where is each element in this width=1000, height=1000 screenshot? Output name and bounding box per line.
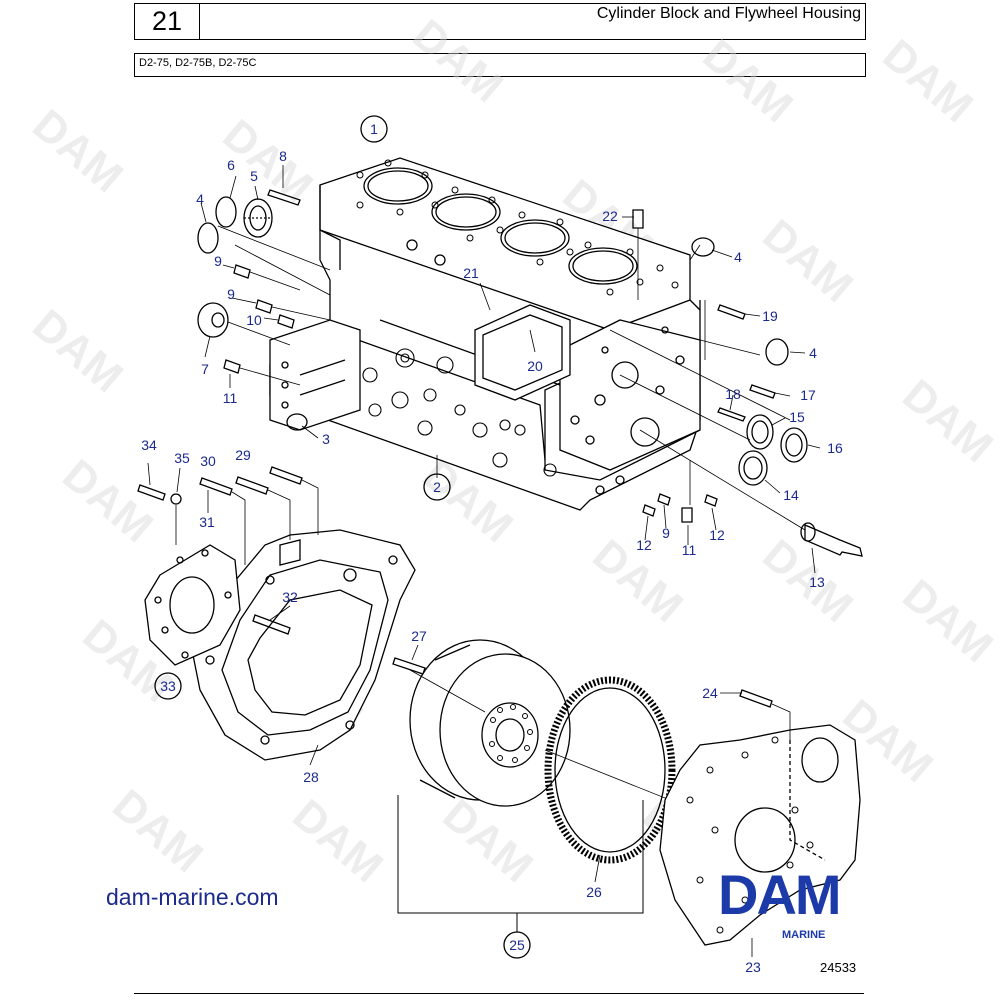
watermark: DAM bbox=[694, 30, 802, 132]
callout-12-right: 12 bbox=[709, 527, 725, 543]
callout-3: 3 bbox=[322, 431, 330, 447]
callout-30: 30 bbox=[200, 453, 216, 469]
ring-gear bbox=[544, 676, 721, 864]
watermark: DAM bbox=[54, 450, 162, 552]
cylinder-block bbox=[269, 157, 701, 511]
callout-9-top: 9 bbox=[214, 253, 222, 269]
callout-4-right: 4 bbox=[809, 345, 817, 361]
watermark: DAM bbox=[284, 790, 392, 892]
callout-23: 23 bbox=[745, 959, 761, 975]
callout-34: 34 bbox=[141, 437, 157, 453]
watermark: DAM bbox=[894, 570, 1000, 672]
callout-9-right: 9 bbox=[662, 525, 670, 541]
page-title: Cylinder Block and Flywheel Housing bbox=[596, 5, 861, 22]
callout-28: 28 bbox=[303, 769, 319, 785]
callout-20: 20 bbox=[527, 358, 543, 374]
circled-callouts bbox=[154, 115, 531, 959]
flywheel-housing bbox=[189, 529, 416, 761]
adapter-flange bbox=[144, 544, 241, 666]
callout-8: 8 bbox=[279, 148, 287, 164]
engine-plate bbox=[659, 689, 861, 946]
engine-models: D2-75, D2-75B, D2-75C bbox=[139, 57, 257, 69]
watermark: DAM bbox=[414, 450, 522, 552]
callout-4-top-right: 4 bbox=[734, 249, 742, 265]
callout-11-right: 11 bbox=[682, 542, 697, 558]
leader-lines bbox=[147, 165, 821, 957]
callout-25: 25 bbox=[509, 937, 525, 953]
callout-7: 7 bbox=[201, 361, 209, 377]
callout-2: 2 bbox=[433, 479, 441, 495]
header-bar: 21 Cylinder Block and Flywheel Housing bbox=[134, 3, 866, 40]
callout-10: 10 bbox=[246, 312, 262, 328]
callout-32: 32 bbox=[282, 589, 298, 605]
callout-6: 6 bbox=[227, 157, 235, 173]
callout-4-left: 4 bbox=[196, 191, 204, 207]
drawing-number: 24533 bbox=[820, 960, 857, 975]
callout-5: 5 bbox=[250, 168, 258, 184]
callout-27: 27 bbox=[411, 628, 427, 644]
callout-11-left: 11 bbox=[223, 390, 238, 406]
callout-29: 29 bbox=[235, 447, 251, 463]
dam-logo-subtitle: MARINE bbox=[782, 929, 826, 941]
watermark: DAM bbox=[24, 300, 132, 402]
watermark: DAM bbox=[404, 10, 512, 112]
watermark: DAM bbox=[24, 100, 132, 202]
callout-24: 24 bbox=[702, 685, 718, 701]
dam-logo: DAM bbox=[718, 863, 842, 926]
watermark: DAM bbox=[754, 210, 862, 312]
callout-12-left: 12 bbox=[636, 537, 652, 553]
callout-16: 16 bbox=[827, 440, 843, 456]
watermark: DAM bbox=[894, 370, 1000, 472]
callout-1: 1 bbox=[370, 121, 378, 137]
callout-17: 17 bbox=[800, 387, 816, 403]
watermark: DAM bbox=[104, 780, 212, 882]
website-link[interactable]: dam-marine.com bbox=[106, 884, 279, 910]
models-bar: D2-75, D2-75B, D2-75C bbox=[134, 53, 866, 77]
callout-31: 31 bbox=[199, 514, 215, 530]
flywheel bbox=[409, 639, 571, 807]
callout-labels: 1 2 3 4 4 4 5 6 7 8 9 9 9 10 11 11 12 12… bbox=[141, 121, 843, 975]
callout-33: 33 bbox=[160, 678, 176, 694]
callout-26: 26 bbox=[586, 884, 602, 900]
callout-22: 22 bbox=[602, 208, 618, 224]
callout-14: 14 bbox=[783, 487, 799, 503]
watermark: DAM bbox=[874, 30, 982, 132]
callout-13: 13 bbox=[809, 574, 825, 590]
callout-15: 15 bbox=[789, 409, 805, 425]
bottom-divider bbox=[134, 993, 864, 994]
callout-18: 18 bbox=[725, 386, 741, 402]
right-small-parts bbox=[609, 209, 863, 557]
callout-9-middle: 9 bbox=[227, 286, 235, 302]
callout-19: 19 bbox=[762, 308, 778, 324]
callout-21: 21 bbox=[463, 265, 479, 281]
watermark: DAM bbox=[434, 790, 542, 892]
callout-35: 35 bbox=[174, 450, 190, 466]
page-number: 21 bbox=[135, 4, 200, 39]
